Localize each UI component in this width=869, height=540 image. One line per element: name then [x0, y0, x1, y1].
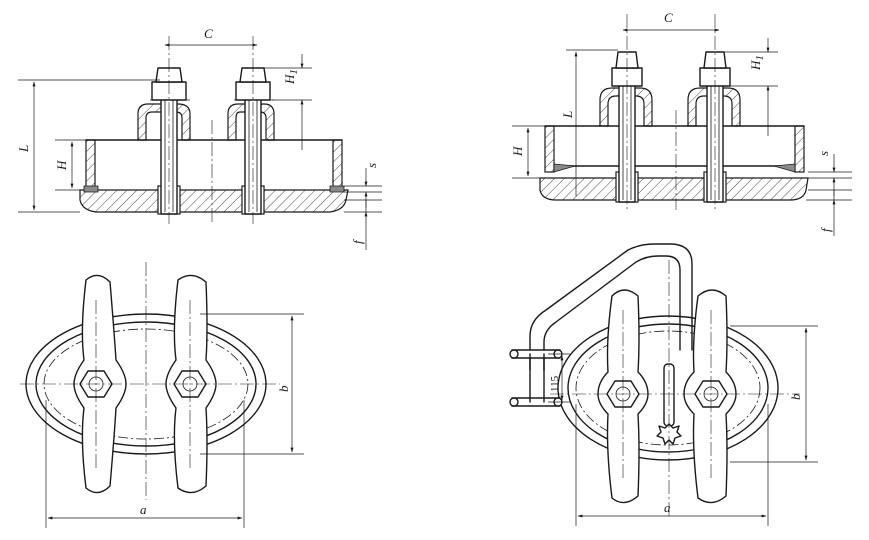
label-c-left: C: [204, 26, 213, 41]
section-view-left: C H1 L H s f: [16, 26, 382, 250]
label-c-right: C: [664, 10, 673, 25]
label-s-right: s: [816, 151, 831, 156]
label-115: 115: [549, 375, 561, 392]
label-f-left: f: [350, 238, 365, 244]
label-h1-right: H1: [748, 55, 766, 71]
plan-view-right: 115 a b: [509, 243, 818, 526]
label-l-right: L: [560, 111, 575, 119]
label-l-left: L: [16, 145, 31, 153]
label-b-left: b: [276, 385, 291, 392]
plan-view-left: a b: [20, 262, 304, 528]
label-s-left: s: [364, 163, 379, 168]
label-h1-left: H1: [282, 69, 300, 85]
label-h-left: H: [54, 160, 69, 171]
label-b-right: b: [788, 393, 803, 400]
label-a-left: a: [140, 502, 147, 517]
section-view-right: C H1 L H s f: [510, 10, 852, 236]
label-f-right: f: [818, 226, 833, 232]
label-h-right: H: [510, 146, 525, 157]
label-a-right: a: [664, 500, 671, 515]
